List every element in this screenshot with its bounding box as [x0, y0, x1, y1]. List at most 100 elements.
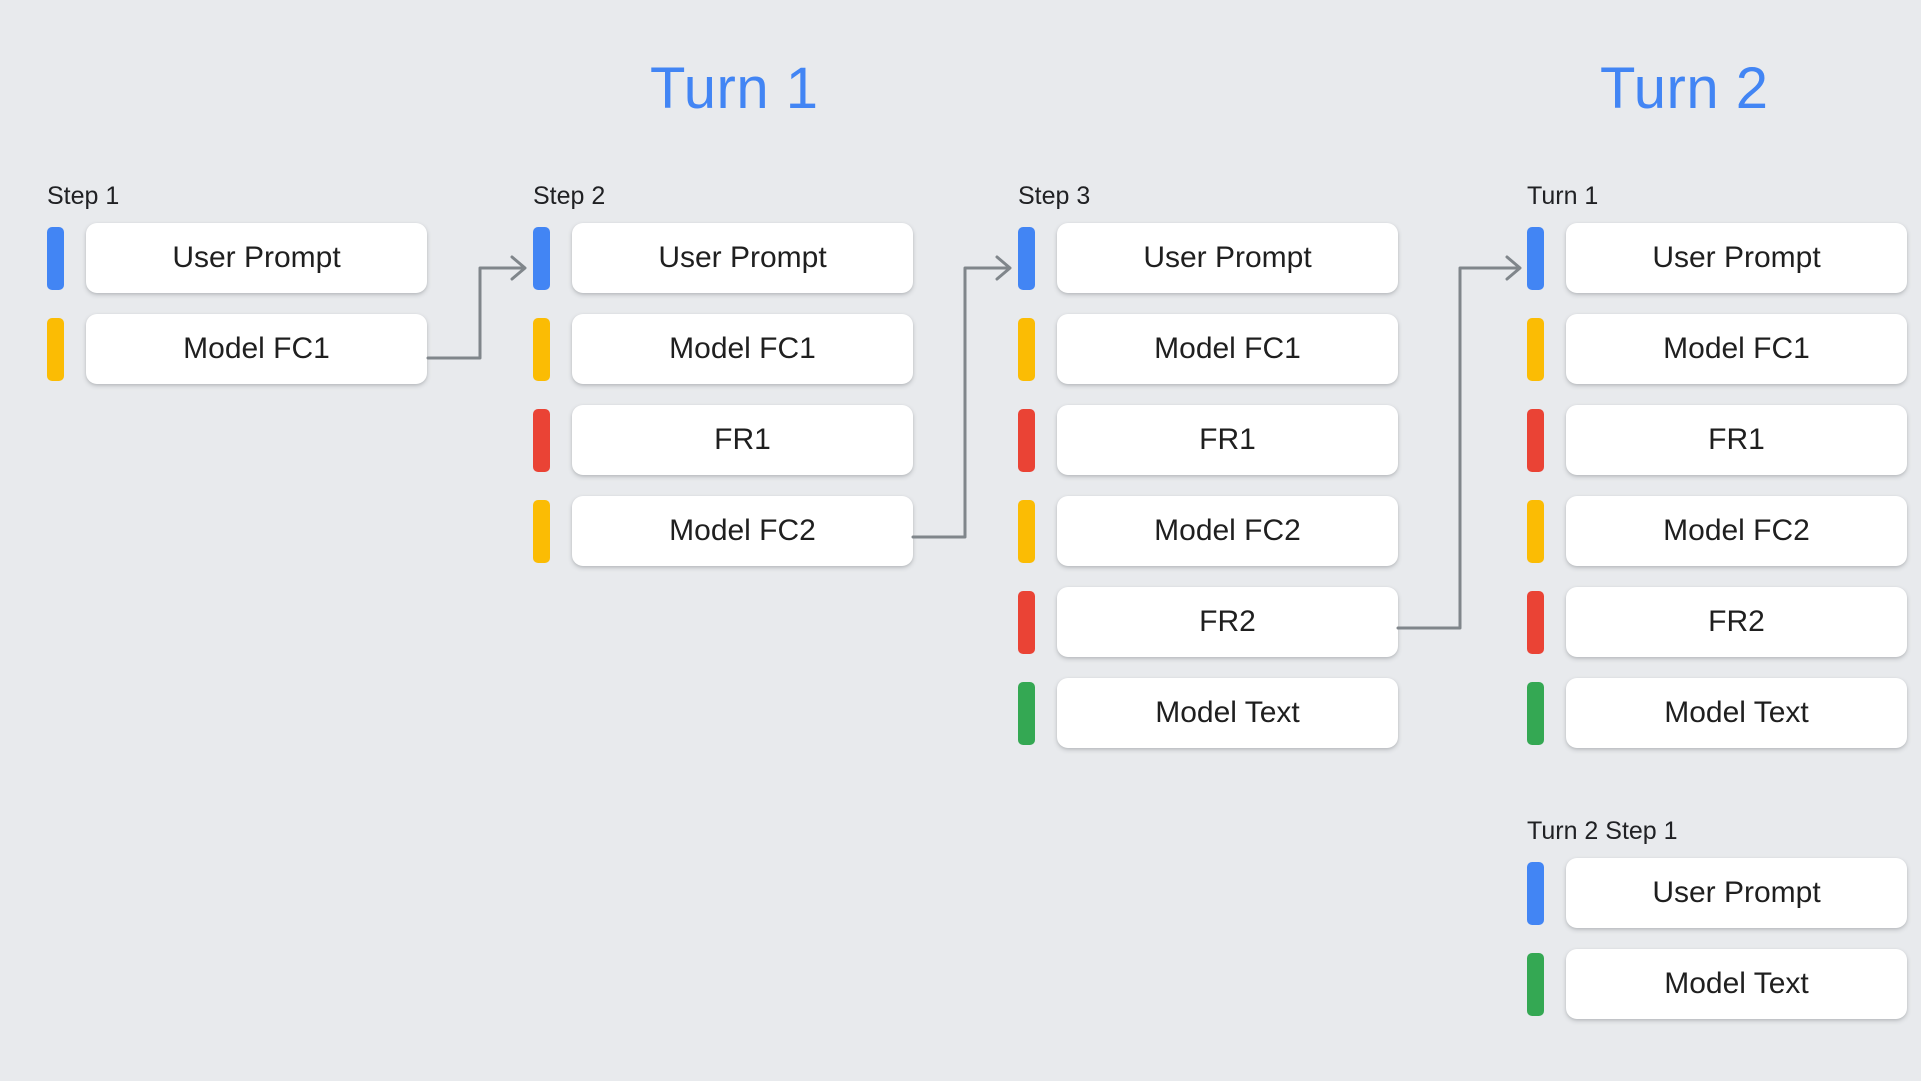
role-bar-green: [1527, 681, 1544, 745]
role-bar-yellow: [1018, 499, 1035, 563]
message-label: User Prompt: [1652, 876, 1821, 909]
message-card[interactable]: Model FC1: [572, 314, 913, 384]
row-model-fc1[interactable]: Model FC1: [47, 314, 427, 384]
message-card[interactable]: FR2: [1057, 587, 1398, 657]
message-label: Model FC1: [1663, 332, 1810, 365]
role-bar-yellow: [1018, 317, 1035, 381]
message-card[interactable]: User Prompt: [1057, 223, 1398, 293]
column-step-3: Step 3 User Prompt Model FC1 FR1: [1018, 182, 1398, 748]
row-fr1[interactable]: FR1: [1018, 405, 1398, 475]
message-card[interactable]: FR1: [1566, 405, 1907, 475]
message-card[interactable]: FR2: [1566, 587, 1907, 657]
message-card[interactable]: Model FC2: [1566, 496, 1907, 566]
message-card[interactable]: FR1: [572, 405, 913, 475]
column-label-turn-1: Turn 1: [1527, 182, 1599, 210]
row-user-prompt[interactable]: User Prompt: [533, 223, 913, 293]
message-label: User Prompt: [1143, 241, 1312, 274]
role-bar-blue: [1018, 226, 1035, 290]
message-card[interactable]: Model FC1: [1566, 314, 1907, 384]
message-label: Model FC2: [669, 514, 816, 547]
row-model-text[interactable]: Model Text: [1018, 678, 1398, 748]
column-label-step-3: Step 3: [1018, 182, 1091, 210]
row-fr1[interactable]: FR1: [1527, 405, 1907, 475]
row-fr2[interactable]: FR2: [1527, 587, 1907, 657]
message-card[interactable]: Model FC1: [1057, 314, 1398, 384]
connector-step3-to-turn1: [1396, 255, 1522, 630]
message-label: User Prompt: [1652, 241, 1821, 274]
message-card[interactable]: Model FC1: [86, 314, 427, 384]
message-label: Model FC2: [1154, 514, 1301, 547]
column-step-2: Step 2 User Prompt Model FC1 FR1: [533, 182, 913, 566]
message-card[interactable]: Model Text: [1566, 678, 1907, 748]
column-turn-2-step-1: Turn 2 Step 1 User Prompt Model Text: [1527, 817, 1907, 1019]
role-bar-blue: [1527, 226, 1544, 290]
message-card[interactable]: Model Text: [1057, 678, 1398, 748]
message-label: Model Text: [1664, 967, 1809, 1000]
role-bar-yellow: [1527, 499, 1544, 563]
message-label: Model FC2: [1663, 514, 1810, 547]
role-bar-red: [533, 408, 550, 472]
role-bar-blue: [533, 226, 550, 290]
row-model-fc1[interactable]: Model FC1: [533, 314, 913, 384]
message-label: FR2: [1708, 605, 1765, 638]
message-card[interactable]: User Prompt: [1566, 858, 1907, 928]
row-model-fc2[interactable]: Model FC2: [1527, 496, 1907, 566]
row-fr1[interactable]: FR1: [533, 405, 913, 475]
row-model-fc2[interactable]: Model FC2: [533, 496, 913, 566]
message-card[interactable]: Model FC2: [1057, 496, 1398, 566]
column-step-1: Step 1 User Prompt Model FC1: [47, 182, 427, 384]
turn-1-heading: Turn 1: [650, 56, 819, 121]
column-label-step-2: Step 2: [533, 182, 606, 210]
message-label: User Prompt: [658, 241, 827, 274]
connector-step1-to-step2: [426, 255, 527, 360]
message-label: FR1: [714, 423, 771, 456]
role-bar-green: [1527, 952, 1544, 1016]
column-label-step-1: Step 1: [47, 182, 120, 210]
row-model-fc2[interactable]: Model FC2: [1018, 496, 1398, 566]
role-bar-red: [1018, 590, 1035, 654]
message-label: Model FC1: [1154, 332, 1301, 365]
role-bar-yellow: [1527, 317, 1544, 381]
role-bar-green: [1018, 681, 1035, 745]
row-user-prompt[interactable]: User Prompt: [1527, 858, 1907, 928]
row-model-fc1[interactable]: Model FC1: [1527, 314, 1907, 384]
message-label: Model FC1: [669, 332, 816, 365]
message-label: FR2: [1199, 605, 1256, 638]
connector-step2-to-step3: [911, 255, 1012, 539]
role-bar-red: [1018, 408, 1035, 472]
row-user-prompt[interactable]: User Prompt: [47, 223, 427, 293]
role-bar-blue: [47, 226, 64, 290]
role-bar-yellow: [533, 317, 550, 381]
row-user-prompt[interactable]: User Prompt: [1527, 223, 1907, 293]
role-bar-red: [1527, 408, 1544, 472]
row-list: User Prompt Model FC1 FR1 Model FC2: [1527, 223, 1907, 748]
message-label: FR1: [1708, 423, 1765, 456]
column-turn-1-recap: Turn 1 User Prompt Model FC1 FR1: [1527, 182, 1907, 748]
message-label: FR1: [1199, 423, 1256, 456]
message-card[interactable]: Model FC2: [572, 496, 913, 566]
row-model-text[interactable]: Model Text: [1527, 949, 1907, 1019]
message-card[interactable]: User Prompt: [1566, 223, 1907, 293]
row-user-prompt[interactable]: User Prompt: [1018, 223, 1398, 293]
role-bar-yellow: [533, 499, 550, 563]
message-label: Model Text: [1155, 696, 1300, 729]
message-card[interactable]: FR1: [1057, 405, 1398, 475]
role-bar-blue: [1527, 861, 1544, 925]
row-list: User Prompt Model Text: [1527, 858, 1907, 1019]
row-model-fc1[interactable]: Model FC1: [1018, 314, 1398, 384]
row-fr2[interactable]: FR2: [1018, 587, 1398, 657]
turn-2-heading: Turn 2: [1600, 56, 1769, 121]
column-label-turn-2-step-1: Turn 2 Step 1: [1527, 817, 1678, 845]
row-list: User Prompt Model FC1 FR1 Model FC2: [533, 223, 913, 566]
message-card[interactable]: User Prompt: [86, 223, 427, 293]
row-list: User Prompt Model FC1: [47, 223, 427, 384]
role-bar-yellow: [47, 317, 64, 381]
message-label: Model FC1: [183, 332, 330, 365]
message-card[interactable]: User Prompt: [572, 223, 913, 293]
row-list: User Prompt Model FC1 FR1 Model FC2: [1018, 223, 1398, 748]
role-bar-red: [1527, 590, 1544, 654]
message-label: User Prompt: [172, 241, 341, 274]
row-model-text[interactable]: Model Text: [1527, 678, 1907, 748]
message-card[interactable]: Model Text: [1566, 949, 1907, 1019]
